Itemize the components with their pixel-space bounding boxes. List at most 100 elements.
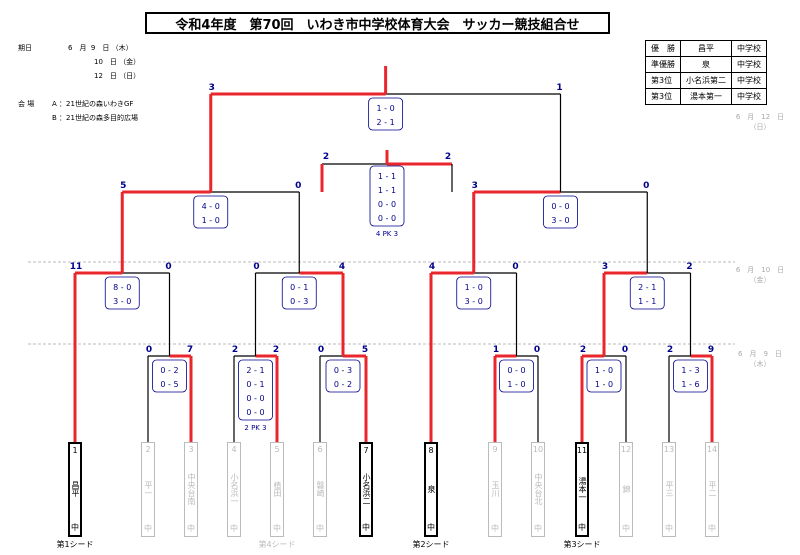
team-suffix: 中 (578, 523, 586, 532)
half-score: 1 - 1 (638, 297, 656, 306)
result-suffix: 中学校 (731, 88, 767, 105)
team-number: 8 (428, 446, 434, 455)
schedule-month: 6 月 (68, 44, 87, 52)
team-number: 13 (663, 445, 675, 454)
page-title: 令和4年度 第70回 いわき市中学校体育大会 サッカー競技組合せ (145, 12, 610, 34)
result-row: 第3位湯本第一中学校 (645, 88, 767, 105)
team-name: 平二 (708, 480, 717, 497)
qf-match-1-score-right: 0 (165, 262, 171, 272)
seed-label: 第1シード (56, 540, 94, 549)
r1-match-6-score-left: 2 (667, 345, 673, 355)
qf-match-1-score-box (104, 276, 140, 310)
qf-match-4-score-left: 3 (602, 262, 608, 272)
half-score: 3 - 0 (551, 216, 569, 225)
third-score-left: 2 (323, 152, 329, 162)
half-score: 0 - 2 (334, 380, 352, 389)
half-score: 0 - 0 (246, 394, 264, 403)
half-score: 0 - 0 (551, 202, 569, 211)
qf-match-2-score-right: 4 (339, 262, 345, 272)
team-suffix: 中 (491, 524, 499, 533)
r1-match-1-score-box (152, 359, 187, 393)
team-box: 11 湯本一中 (575, 442, 589, 537)
schedule-dow: （木） (111, 44, 133, 52)
qf-match-2-score-left: 0 (253, 262, 259, 272)
result-row: 優 勝昌平中学校 (645, 40, 767, 57)
half-score: 3 - 0 (113, 297, 131, 306)
sf-match-1-score-left: 5 (120, 181, 126, 191)
seed-label: 第4シード (258, 540, 296, 549)
team-number: 10 (532, 445, 544, 454)
team-name: 錦 (622, 484, 631, 493)
team-name: 湯本一 (578, 476, 587, 501)
team-suffix: 中 (316, 524, 324, 533)
r1-match-4-score-left: 1 (493, 345, 499, 355)
team-number: 5 (274, 445, 280, 454)
team-name: 平一 (144, 480, 153, 497)
half-score: 1 - 0 (202, 216, 220, 225)
half-score: 0 - 1 (290, 283, 308, 292)
schedule-label: 期日 (18, 44, 32, 52)
team-suffix: 中 (362, 523, 370, 532)
r1-match-2-score-box (238, 359, 273, 421)
half-score: 1 - 3 (681, 366, 699, 375)
team-suffix: 中 (230, 524, 238, 533)
r1-match-4-score-right: 0 (534, 345, 540, 355)
final-match-score-left: 3 (209, 83, 215, 93)
team-number: 7 (363, 446, 369, 455)
half-score: 2 - 1 (377, 118, 395, 127)
team-suffix: 中 (273, 524, 281, 533)
half-score: 2 - 1 (246, 366, 264, 375)
half-score: 0 - 0 (378, 214, 396, 223)
half-score: 0 - 2 (160, 366, 178, 375)
r1-match-2-score-left: 2 (232, 345, 238, 355)
team-name: 小名浜一 (230, 472, 239, 505)
third-score-right: 2 (445, 152, 451, 162)
team-suffix: 中 (187, 524, 195, 533)
sf-match-1-score-box (193, 195, 229, 229)
r1-match-5-score-right: 0 (622, 345, 628, 355)
day-label-10: 6 月 10 日（金） (735, 266, 785, 284)
team-suffix: 中 (622, 524, 630, 533)
r1-match-3-score-left: 0 (318, 345, 324, 355)
venue-name: ：21世紀の森多目的広場 (59, 114, 138, 122)
half-score: 0 - 3 (334, 366, 352, 375)
sf-match-2-score-box (543, 195, 578, 229)
team-name: 中央台北 (534, 472, 543, 505)
r1-match-2-pk: 2 PK 3 (244, 424, 266, 432)
half-score: 0 - 5 (160, 380, 178, 389)
r1-match-1-score-left: 0 (146, 345, 152, 355)
schedule-day: 12 日 (94, 72, 117, 80)
r1-match-2-score-right: 2 (273, 345, 279, 355)
half-score: 3 - 0 (465, 297, 483, 306)
results-table: 優 勝昌平中学校 準優勝泉中学校 第3位小名浜第二中学校 第3位湯本第一中学校 (645, 40, 767, 105)
team-name: 平三 (665, 480, 674, 497)
final-match-score-box (368, 97, 404, 131)
team-number: 6 (317, 445, 323, 454)
team-name: 昌平 (71, 480, 80, 497)
r1-match-4-score-box (499, 359, 534, 393)
schedule-dow: （日） (119, 72, 141, 80)
venue-name: ：21世紀の森いわきGF (59, 100, 134, 108)
qf-match-2-score-box (281, 276, 317, 310)
final-match-score-right: 1 (556, 83, 562, 93)
team-number: 14 (706, 445, 718, 454)
r1-match-5-score-left: 2 (580, 345, 586, 355)
r1-match-1-score-right: 7 (187, 345, 193, 355)
team-suffix: 中 (427, 523, 435, 532)
team-number: 11 (576, 446, 588, 455)
half-score: 1 - 6 (681, 380, 699, 389)
half-score: 1 - 0 (377, 104, 395, 113)
team-number: 3 (188, 445, 194, 454)
sf-match-1-score-right: 0 (295, 181, 301, 191)
day-label-12: 6 月 12 日（日） (735, 113, 785, 131)
